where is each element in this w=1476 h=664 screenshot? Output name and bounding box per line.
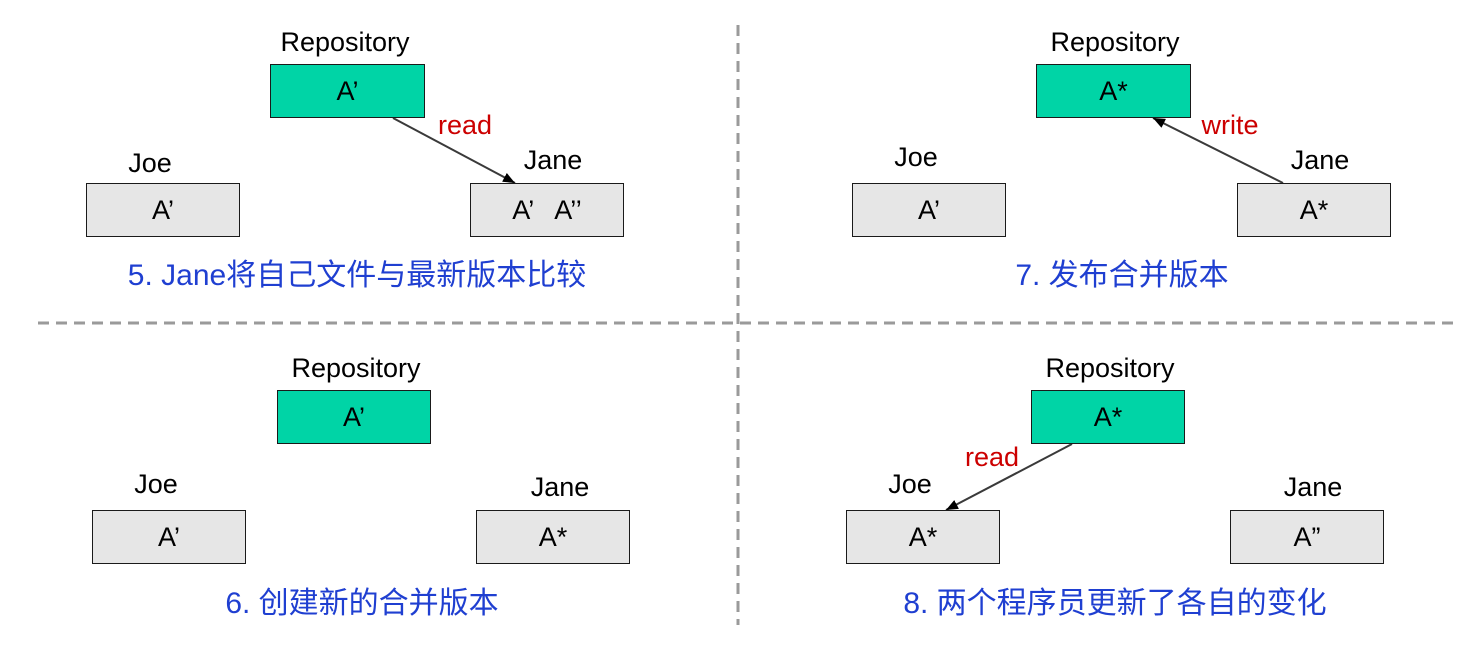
jane-box: A’ A’’ [470, 183, 624, 237]
panel-4-read-arrow [945, 443, 1073, 511]
panel-caption: 8. 两个程序员更新了各自的变化 [903, 587, 1327, 620]
jane-label: Jane [1290, 145, 1350, 175]
repository-label: Repository [291, 353, 421, 383]
repository-label: Repository [1050, 27, 1180, 57]
joe-box: A’ [86, 183, 240, 237]
action-label: read [437, 110, 493, 140]
panel-caption: 7. 发布合并版本 [1015, 259, 1229, 292]
panel-2-write-arrow [1152, 117, 1284, 184]
joe-label: Joe [128, 148, 172, 178]
jane-box: A* [476, 510, 630, 564]
jane-label: Jane [523, 145, 583, 175]
panel-caption: 5. Jane将自己文件与最新版本比较 [127, 259, 587, 292]
action-label: write [1201, 110, 1259, 140]
jane-label: Jane [530, 472, 590, 502]
joe-label: Joe [888, 469, 932, 499]
panel-caption: 6. 创建新的合并版本 [225, 587, 499, 620]
repository-box: A’ [270, 64, 425, 118]
repository-box: A* [1036, 64, 1191, 118]
joe-box: A’ [852, 183, 1006, 237]
repository-label: Repository [1045, 353, 1175, 383]
joe-box: A’ [92, 510, 246, 564]
panel-1-read-arrow [392, 117, 516, 184]
jane-label: Jane [1283, 472, 1343, 502]
joe-label: Joe [894, 142, 938, 172]
joe-label: Joe [134, 469, 178, 499]
action-label: read [964, 442, 1020, 472]
jane-box: A* [1237, 183, 1391, 237]
repository-box: A* [1031, 390, 1185, 444]
joe-box: A* [846, 510, 1000, 564]
repository-box: A’ [277, 390, 431, 444]
jane-box: A” [1230, 510, 1384, 564]
repository-label: Repository [280, 27, 410, 57]
